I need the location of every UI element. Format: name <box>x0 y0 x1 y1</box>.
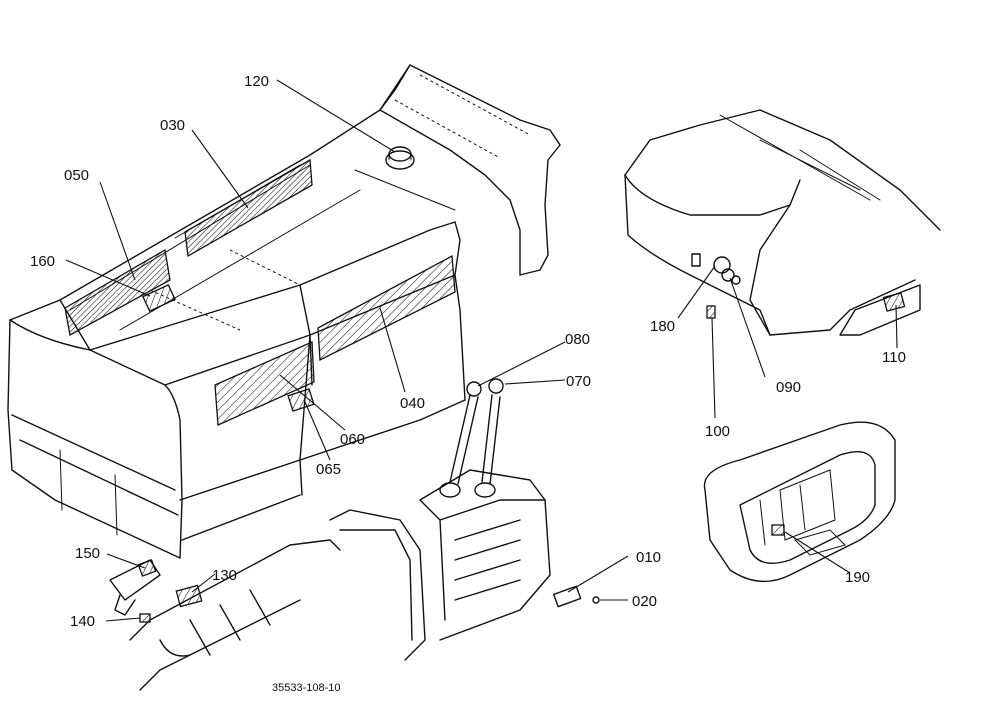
label-090: 090 <box>776 379 801 396</box>
label-065: 065 <box>316 461 341 478</box>
drawing-code: 35533-108-10 <box>272 682 341 694</box>
label-100: 100 <box>705 423 730 440</box>
label-110: 110 <box>882 349 906 366</box>
transmission-drawing <box>129 378 600 691</box>
instrument-panel-drawing <box>703 421 896 583</box>
label-050: 050 <box>64 167 89 184</box>
label-040: 040 <box>400 395 425 412</box>
label-150: 150 <box>75 545 100 562</box>
leader-lines <box>65 79 898 622</box>
label-030: 030 <box>160 117 185 134</box>
label-070: 070 <box>566 373 591 390</box>
label-120: 120 <box>244 73 269 90</box>
label-130: 130 <box>212 567 237 584</box>
label-190: 190 <box>845 569 870 586</box>
part-labels: 120 030 050 160 040 060 065 080 070 010 … <box>30 73 906 694</box>
label-060: 060 <box>340 431 365 448</box>
label-160: 160 <box>30 253 55 270</box>
dash-detail-drawing <box>624 109 941 336</box>
label-180: 180 <box>650 318 675 335</box>
label-080: 080 <box>565 331 590 348</box>
label-020: 020 <box>632 593 657 610</box>
label-010: 010 <box>636 549 661 566</box>
label-140: 140 <box>70 613 95 630</box>
small-parts-drawing <box>109 559 203 623</box>
hood-drawing <box>7 64 561 559</box>
